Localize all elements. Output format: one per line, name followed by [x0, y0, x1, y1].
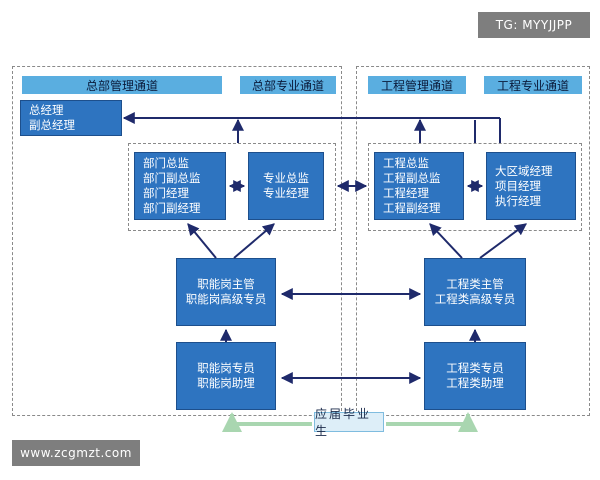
node-line: 大区域经理 — [495, 163, 553, 178]
node-line: 职能岗专员 — [197, 361, 255, 375]
hq-middle-group — [128, 143, 336, 231]
node-line: 工程副总监 — [383, 171, 441, 185]
node-line: 专业总监 — [263, 171, 309, 185]
node-line: 部门总监 — [143, 156, 189, 170]
node-engineering-supervisor: 工程类主管 工程类高级专员 — [424, 258, 526, 326]
header-hq-professional: 总部专业通道 — [240, 76, 336, 94]
header-eng-professional: 工程专业通道 — [484, 76, 582, 94]
node-functional-supervisor: 职能岗主管 职能岗高级专员 — [176, 258, 276, 326]
header-hq-management: 总部管理通道 — [22, 76, 222, 94]
node-line: 副总经理 — [29, 118, 75, 132]
node-engineering-managers: 工程总监 工程副总监 工程经理 工程副经理 — [374, 152, 464, 220]
node-line: 工程总监 — [383, 156, 429, 170]
node-line: 部门经理 — [143, 186, 189, 200]
node-line: 部门副经理 — [143, 201, 201, 215]
node-line: 工程类助理 — [446, 376, 504, 390]
node-engineering-specialist: 工程类专员 工程类助理 — [424, 342, 526, 410]
arrow-eng-to-region — [479, 223, 527, 259]
node-line: 职能岗助理 — [197, 376, 255, 390]
node-line: 工程副经理 — [383, 201, 441, 215]
eng-middle-group — [368, 143, 582, 231]
node-line: 工程类高级专员 — [434, 292, 516, 306]
node-line: 部门副总监 — [143, 171, 201, 185]
node-department-managers: 部门总监 部门副总监 部门经理 部门副经理 — [134, 152, 226, 220]
watermark-top: TG: MYYJJPP — [478, 12, 590, 38]
node-professional-directors: 专业总监 专业经理 — [248, 152, 324, 220]
graduate-right-feed — [386, 412, 478, 432]
node-line: 职能岗主管 — [197, 277, 255, 291]
arrow-eng-to-engmgr — [429, 223, 463, 259]
node-line: 工程经理 — [383, 186, 429, 200]
node-graduate: 应届毕业生 — [314, 407, 384, 438]
node-line: 专业经理 — [263, 186, 309, 200]
arrow-func-to-dept — [187, 223, 217, 259]
node-general-manager: 总经理 副总经理 — [20, 100, 122, 136]
watermark-bottom: www.zcgmzt.com — [12, 440, 140, 466]
header-eng-management: 工程管理通道 — [368, 76, 466, 94]
node-regional-managers: 大区域经理 项目经理 执行经理 — [486, 152, 576, 220]
graduate-left-feed — [222, 412, 312, 432]
arrow-func-to-prof — [233, 223, 275, 259]
node-line: 职能岗高级专员 — [185, 292, 267, 306]
node-line: 总经理 — [29, 103, 64, 117]
node-line: 工程类专员 — [446, 361, 504, 375]
node-line: 项目经理 — [495, 178, 541, 193]
node-line: 工程类主管 — [446, 277, 504, 291]
hq-region — [12, 66, 342, 416]
node-line: 执行经理 — [495, 193, 541, 208]
node-functional-specialist: 职能岗专员 职能岗助理 — [176, 342, 276, 410]
